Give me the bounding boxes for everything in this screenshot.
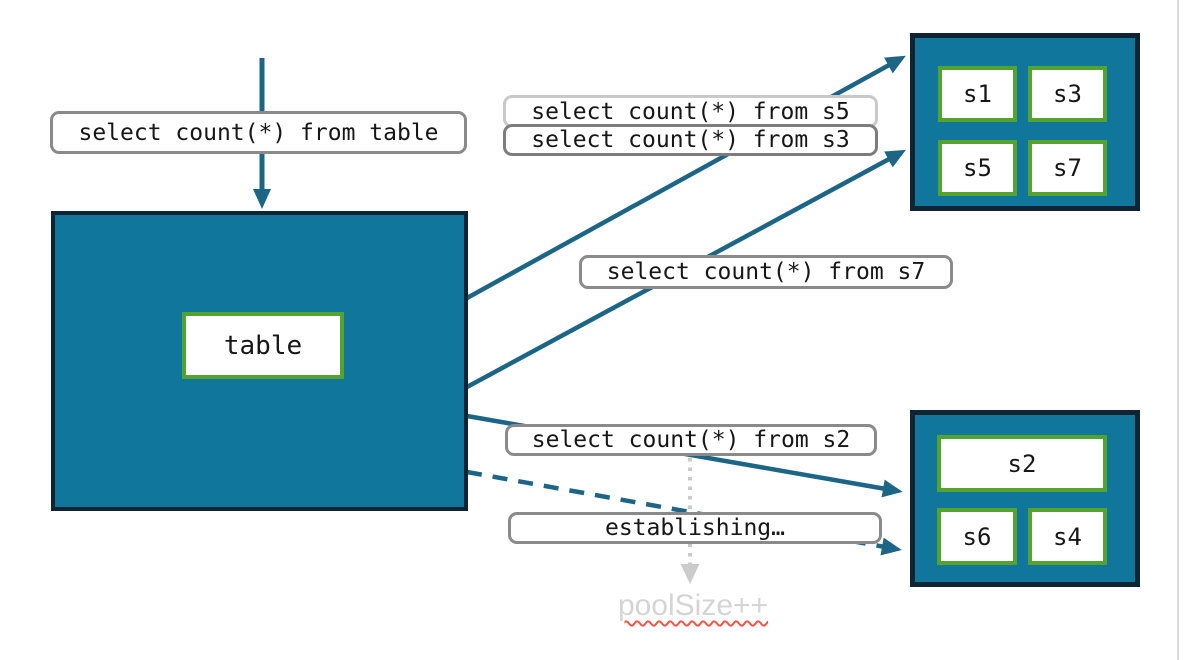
label-query-s7-text: select count(*) from s7 bbox=[606, 259, 926, 285]
poolsize-annotation-text: poolSize++ bbox=[617, 589, 769, 622]
shard-chip-s5: s5 bbox=[938, 140, 1017, 196]
table-chip: table bbox=[182, 312, 344, 379]
shard-chip-s5-text: s5 bbox=[963, 154, 992, 182]
label-query-table: select count(*) from table bbox=[50, 111, 467, 154]
poolsize-annotation: poolSize++ bbox=[558, 589, 828, 623]
table-container-box: table bbox=[51, 211, 468, 511]
label-query-s2: select count(*) from s2 bbox=[505, 424, 877, 456]
shard-chip-s7: s7 bbox=[1028, 140, 1107, 196]
shard-group-top: s1 s3 s5 s7 bbox=[910, 33, 1140, 211]
slide-edge-line bbox=[1177, 0, 1179, 660]
shard-chip-s6: s6 bbox=[937, 508, 1017, 565]
shard-chip-s1: s1 bbox=[938, 66, 1017, 122]
label-establishing-text: establishing… bbox=[604, 515, 785, 541]
table-chip-text: table bbox=[223, 330, 303, 361]
label-query-table-text: select count(*) from table bbox=[78, 119, 439, 146]
shard-chip-s2-text: s2 bbox=[1007, 449, 1037, 478]
shard-chip-s4: s4 bbox=[1028, 508, 1107, 565]
shard-chip-s2: s2 bbox=[937, 435, 1107, 492]
shard-chip-s4-text: s4 bbox=[1053, 522, 1082, 551]
label-establishing: establishing… bbox=[508, 512, 882, 544]
arrow-table-to-bottom-shards-dashed bbox=[466, 469, 902, 556]
shard-chip-s7-text: s7 bbox=[1053, 154, 1082, 182]
shard-chip-s6-text: s6 bbox=[962, 522, 992, 551]
shard-chip-s3-text: s3 bbox=[1053, 80, 1082, 108]
label-query-s2-text: select count(*) from s2 bbox=[531, 427, 851, 453]
label-query-s3-text: select count(*) from s3 bbox=[531, 127, 850, 153]
label-query-s3: select count(*) from s3 bbox=[503, 124, 878, 156]
label-query-s7: select count(*) from s7 bbox=[579, 255, 953, 289]
shard-chip-s3: s3 bbox=[1028, 66, 1107, 122]
label-query-s5-text: select count(*) from s5 bbox=[531, 98, 850, 125]
shard-chip-s1-text: s1 bbox=[963, 80, 992, 108]
shard-group-bottom: s2 s6 s4 bbox=[910, 410, 1140, 587]
